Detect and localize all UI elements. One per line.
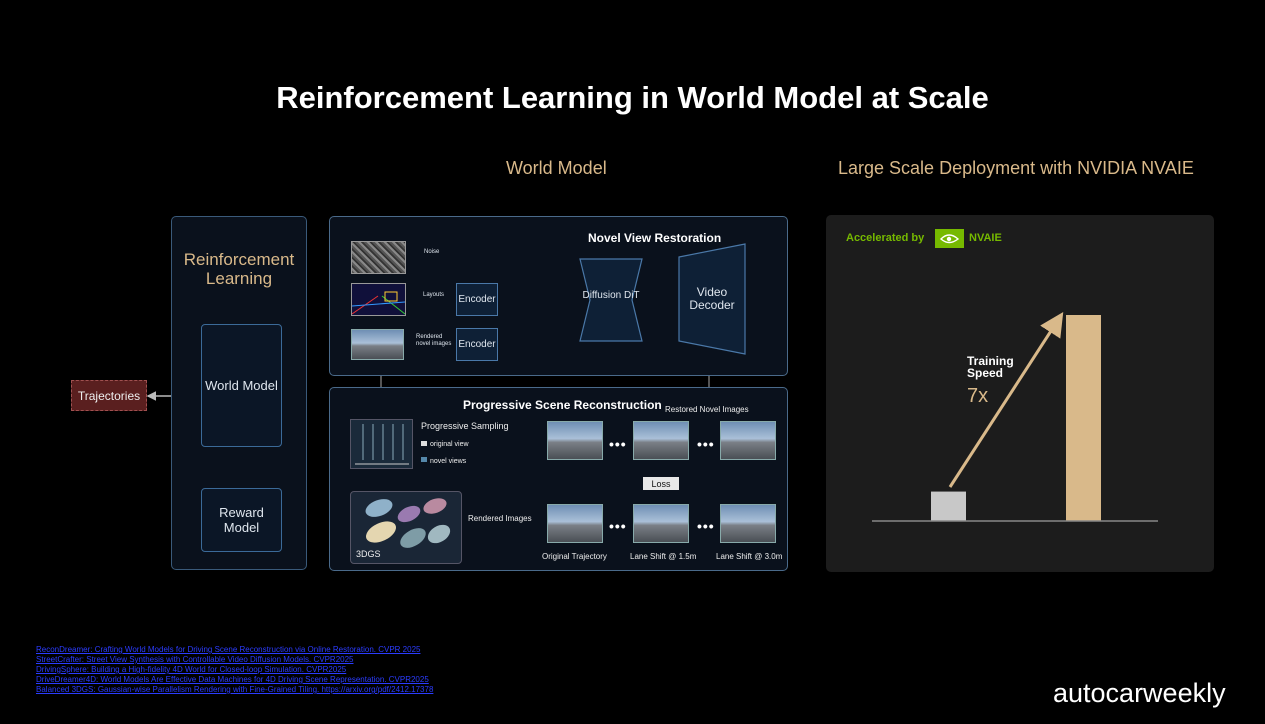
deployment-panel bbox=[826, 215, 1214, 572]
progressive-sampling-graphic bbox=[350, 419, 413, 469]
novel-views-label: novel views bbox=[430, 458, 467, 465]
speed-label: Speed bbox=[967, 366, 1004, 380]
section-title-world-model: World Model bbox=[506, 158, 607, 178]
speed-bar-nvaie bbox=[1066, 315, 1101, 521]
section-title-deployment: Large Scale Deployment with NVIDIA NVAIE bbox=[838, 158, 1194, 178]
reference-link-4[interactable]: DriveDreamer4D: World Models Are Effecti… bbox=[36, 675, 429, 684]
speed-bar-baseline bbox=[931, 491, 966, 521]
progressive-sampling-label: Progressive Sampling bbox=[421, 421, 509, 431]
rl-panel-title: Reinforcement Learning bbox=[183, 250, 295, 288]
3dgs-box bbox=[350, 491, 462, 564]
original-view-label: original view bbox=[430, 441, 469, 448]
restored-images-label: Restored Novel Images bbox=[665, 405, 749, 414]
lane-shift-3-label: Lane Shift @ 3.0m bbox=[716, 552, 783, 561]
speedup-arrow bbox=[948, 311, 1064, 488]
encoder-layouts: Encoder bbox=[456, 283, 498, 316]
sampling-cameras-graphic bbox=[355, 424, 409, 465]
references-list: ReconDreamer: Crafting World Models for … bbox=[36, 645, 433, 695]
3dgs-label: 3DGS bbox=[356, 549, 381, 559]
original-view-icon bbox=[421, 441, 427, 446]
noise-image bbox=[351, 241, 406, 274]
nvr-title: Novel View Restoration bbox=[588, 231, 722, 245]
restored-image-2 bbox=[633, 421, 689, 460]
rendered-image-original bbox=[547, 504, 603, 543]
diffusion-dit-shape bbox=[579, 258, 643, 342]
original-trajectory-label: Original Trajectory bbox=[542, 552, 607, 561]
watermark: autocarweekly bbox=[1053, 678, 1226, 708]
rendered-novel-label: Rendered novel images bbox=[416, 334, 452, 347]
diffusion-dit-label: Diffusion DiT bbox=[582, 290, 640, 301]
encoder-novel: Encoder bbox=[456, 328, 498, 361]
training-speed-chart bbox=[872, 311, 1158, 522]
layout-lines-graphic bbox=[352, 291, 405, 315]
noise-label: Noise bbox=[424, 249, 440, 255]
rendered-novel-image bbox=[351, 329, 404, 360]
training-label: Training bbox=[967, 354, 1014, 368]
ellipsis: ••• bbox=[697, 518, 715, 534]
nvidia-eye-icon bbox=[939, 234, 960, 244]
ellipsis: ••• bbox=[609, 518, 627, 534]
ellipsis: ••• bbox=[697, 436, 715, 452]
trajectories-box: Trajectories bbox=[71, 380, 147, 411]
reward-model-box: Reward Model bbox=[201, 488, 282, 552]
nvaie-label: NVAIE bbox=[969, 232, 1002, 244]
restored-image-1 bbox=[547, 421, 603, 460]
training-speed-label: Training Speed bbox=[967, 355, 1014, 379]
reference-link-2[interactable]: StreetCrafter: Street View Synthesis wit… bbox=[36, 655, 354, 664]
psr-title: Progressive Scene Reconstruction bbox=[463, 398, 662, 412]
ellipsis: ••• bbox=[609, 436, 627, 452]
reference-link-5[interactable]: Balanced 3DGS: Gaussian-wise Parallelism… bbox=[36, 685, 434, 694]
reference-link-3[interactable]: DrivingSphere: Building a High-fidelity … bbox=[36, 665, 347, 674]
gaussian-ellipses-graphic bbox=[365, 498, 451, 548]
rendered-images-label: Rendered Images bbox=[468, 514, 532, 523]
layouts-label: Layouts bbox=[423, 292, 445, 298]
rendered-image-shift-3 bbox=[720, 504, 776, 543]
loss-box: Loss bbox=[643, 477, 679, 490]
rendered-image-shift-1 bbox=[633, 504, 689, 543]
nvidia-logo-icon bbox=[935, 229, 964, 248]
lane-shift-1-label: Lane Shift @ 1.5m bbox=[630, 552, 697, 561]
video-decoder-label: Video Decoder bbox=[689, 285, 735, 312]
reference-link-1[interactable]: ReconDreamer: Crafting World Models for … bbox=[36, 645, 421, 654]
novel-views-icon bbox=[421, 457, 427, 462]
speedup-factor: 7x bbox=[967, 385, 989, 407]
layouts-image bbox=[351, 283, 406, 316]
accelerated-by-label: Accelerated by bbox=[846, 232, 925, 244]
page-title: Reinforcement Learning in World Model at… bbox=[276, 80, 989, 115]
video-decoder-shape bbox=[678, 243, 746, 355]
world-model-box: World Model bbox=[201, 324, 282, 447]
restored-image-3 bbox=[720, 421, 776, 460]
